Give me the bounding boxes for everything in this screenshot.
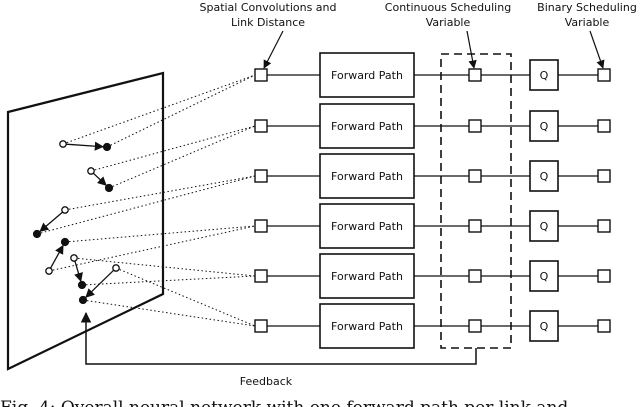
spatial-pointer-arrow — [263, 30, 284, 69]
link-pair-5 — [70, 254, 87, 290]
row-2: Forward Path Q — [254, 103, 611, 149]
receiver-node — [102, 142, 112, 152]
link-arrow — [92, 172, 107, 186]
forward-path-label: Forward Path — [331, 69, 403, 82]
link-arrow — [49, 244, 64, 269]
continuous-variable-node — [468, 169, 482, 183]
input-node — [254, 169, 268, 183]
binary-scheduling-label: Binary Scheduling — [537, 1, 637, 14]
row-3: Forward Path Q — [254, 153, 611, 199]
forward-path-label: Forward Path — [331, 320, 403, 333]
row-5: Forward Path Q — [254, 253, 611, 299]
row-6: Forward Path Q — [254, 303, 611, 349]
binary-variable-node — [597, 119, 611, 133]
input-node — [254, 219, 268, 233]
transmitter-node — [70, 254, 78, 262]
binary-variable-node — [597, 219, 611, 233]
quantizer-box — [529, 210, 559, 242]
feedback-loop-line — [80, 311, 477, 365]
link-arrow — [85, 269, 115, 298]
forward-path-label: Forward Path — [331, 120, 403, 133]
quantizer-box — [529, 260, 559, 292]
transmitter-node — [59, 140, 67, 148]
link-distance-label: Link Distance — [231, 16, 305, 29]
input-node — [254, 269, 268, 283]
quantizer-label: Q — [540, 270, 549, 283]
link-pair-1 — [59, 140, 112, 152]
binary-variable-node — [597, 169, 611, 183]
continuous-scheduling-label: Continuous Scheduling — [385, 1, 511, 14]
receiver-node — [78, 295, 88, 305]
continuous-variable-node — [468, 119, 482, 133]
continuous-variable-dashed-box — [440, 53, 512, 349]
forward-path-box — [319, 153, 415, 199]
quantizer-label: Q — [540, 220, 549, 233]
binary-variable-node — [597, 68, 611, 82]
continuous-variable-node — [468, 68, 482, 82]
dotted-connection — [81, 275, 256, 286]
dotted-connection — [48, 225, 256, 272]
dotted-connection — [64, 175, 256, 211]
spatial-plane — [6, 71, 165, 371]
quantizer-box — [529, 110, 559, 142]
receiver-node — [60, 237, 70, 247]
link-pairs — [32, 140, 120, 305]
continuous-variable-node — [468, 219, 482, 233]
forward-path-box — [319, 253, 415, 299]
quantizer-box — [529, 310, 559, 342]
dotted-connection — [108, 125, 256, 189]
row-1: Forward Path Q — [254, 52, 611, 98]
transmitter-node — [61, 206, 69, 214]
quantizer-label: Q — [540, 320, 549, 333]
forward-path-box — [319, 103, 415, 149]
feedback-label: Feedback — [240, 375, 293, 388]
dotted-connection — [90, 125, 256, 172]
dotted-connection — [106, 74, 256, 148]
dotted-connection — [115, 267, 256, 327]
continuous-pointer-arrow — [466, 30, 477, 69]
quantizer-label: Q — [540, 170, 549, 183]
forward-path-box — [319, 203, 415, 249]
receiver-node — [77, 280, 87, 290]
quantizer-label: Q — [540, 120, 549, 133]
input-node — [254, 319, 268, 333]
quantizer-label: Q — [540, 69, 549, 82]
continuous-variable-label: Variable — [426, 16, 471, 29]
binary-pointer-arrow — [589, 30, 605, 69]
receiver-node — [104, 183, 114, 193]
continuous-variable-node — [468, 269, 482, 283]
link-arrow — [65, 141, 104, 151]
forward-path-label: Forward Path — [331, 220, 403, 233]
quantizer-box — [529, 160, 559, 192]
binary-variable-label: Variable — [565, 16, 610, 29]
quantizer-box — [529, 59, 559, 91]
dotted-connection — [82, 299, 256, 327]
link-pair-2 — [87, 167, 114, 193]
forward-path-box — [319, 303, 415, 349]
input-node — [254, 119, 268, 133]
binary-variable-node — [597, 269, 611, 283]
link-pair-6 — [78, 264, 120, 305]
link-arrow — [74, 260, 83, 283]
link-arrow — [39, 211, 64, 232]
spatial-convolutions-label: Spatial Convolutions and — [199, 1, 336, 14]
input-node — [254, 68, 268, 82]
figure-caption: Fig. 4: Overall neural network with one … — [0, 398, 568, 407]
forward-path-box — [319, 52, 415, 98]
transmitter-node — [45, 267, 53, 275]
dotted-connection — [36, 175, 256, 235]
forward-path-label: Forward Path — [331, 170, 403, 183]
transmitter-node — [112, 264, 120, 272]
transmitter-node — [87, 167, 95, 175]
receiver-node — [32, 229, 42, 239]
spatial-connection-lines — [36, 74, 256, 327]
continuous-variable-node — [468, 319, 482, 333]
forward-path-label: Forward Path — [331, 270, 403, 283]
row-4: Forward Path Q — [254, 203, 611, 249]
link-pair-4 — [45, 237, 70, 275]
link-pair-3 — [32, 206, 69, 239]
binary-variable-node — [597, 319, 611, 333]
